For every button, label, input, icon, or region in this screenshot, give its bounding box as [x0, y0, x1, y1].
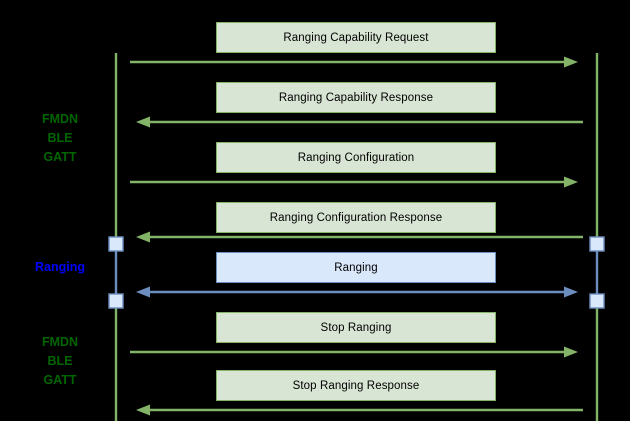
message-box-ranging-configuration[interactable]: Ranging Configuration	[216, 142, 496, 173]
right-activation-start-square	[589, 236, 605, 252]
right-activation-end-square	[589, 293, 605, 309]
message-box-ranging-configuration-response[interactable]: Ranging Configuration Response	[216, 202, 496, 233]
arrow-ranging-bidirectional	[136, 286, 578, 298]
phase-label-fmdn-bottom: FMDN BLE GATT	[41, 335, 79, 387]
message-box-ranging[interactable]: Ranging	[216, 252, 496, 283]
phase-label-ranging: Ranging	[35, 260, 85, 274]
arrow-ranging-configuration-response	[136, 231, 583, 243]
left-activation-end-square	[108, 293, 124, 309]
arrow-stop-ranging-response	[136, 404, 583, 416]
arrow-stop-ranging	[130, 346, 578, 358]
phase-label-fmdn-top: FMDN BLE GATT	[41, 112, 79, 164]
left-activation-start-square	[108, 236, 124, 252]
message-box-ranging-capability-response[interactable]: Ranging Capability Response	[216, 82, 496, 113]
message-box-ranging-capability-request[interactable]: Ranging Capability Request	[216, 22, 496, 53]
message-box-stop-ranging-response[interactable]: Stop Ranging Response	[216, 370, 496, 401]
arrow-ranging-capability-response	[136, 116, 583, 128]
arrow-ranging-capability-request	[130, 56, 578, 68]
arrow-ranging-configuration	[130, 176, 578, 188]
message-box-stop-ranging[interactable]: Stop Ranging	[216, 312, 496, 343]
